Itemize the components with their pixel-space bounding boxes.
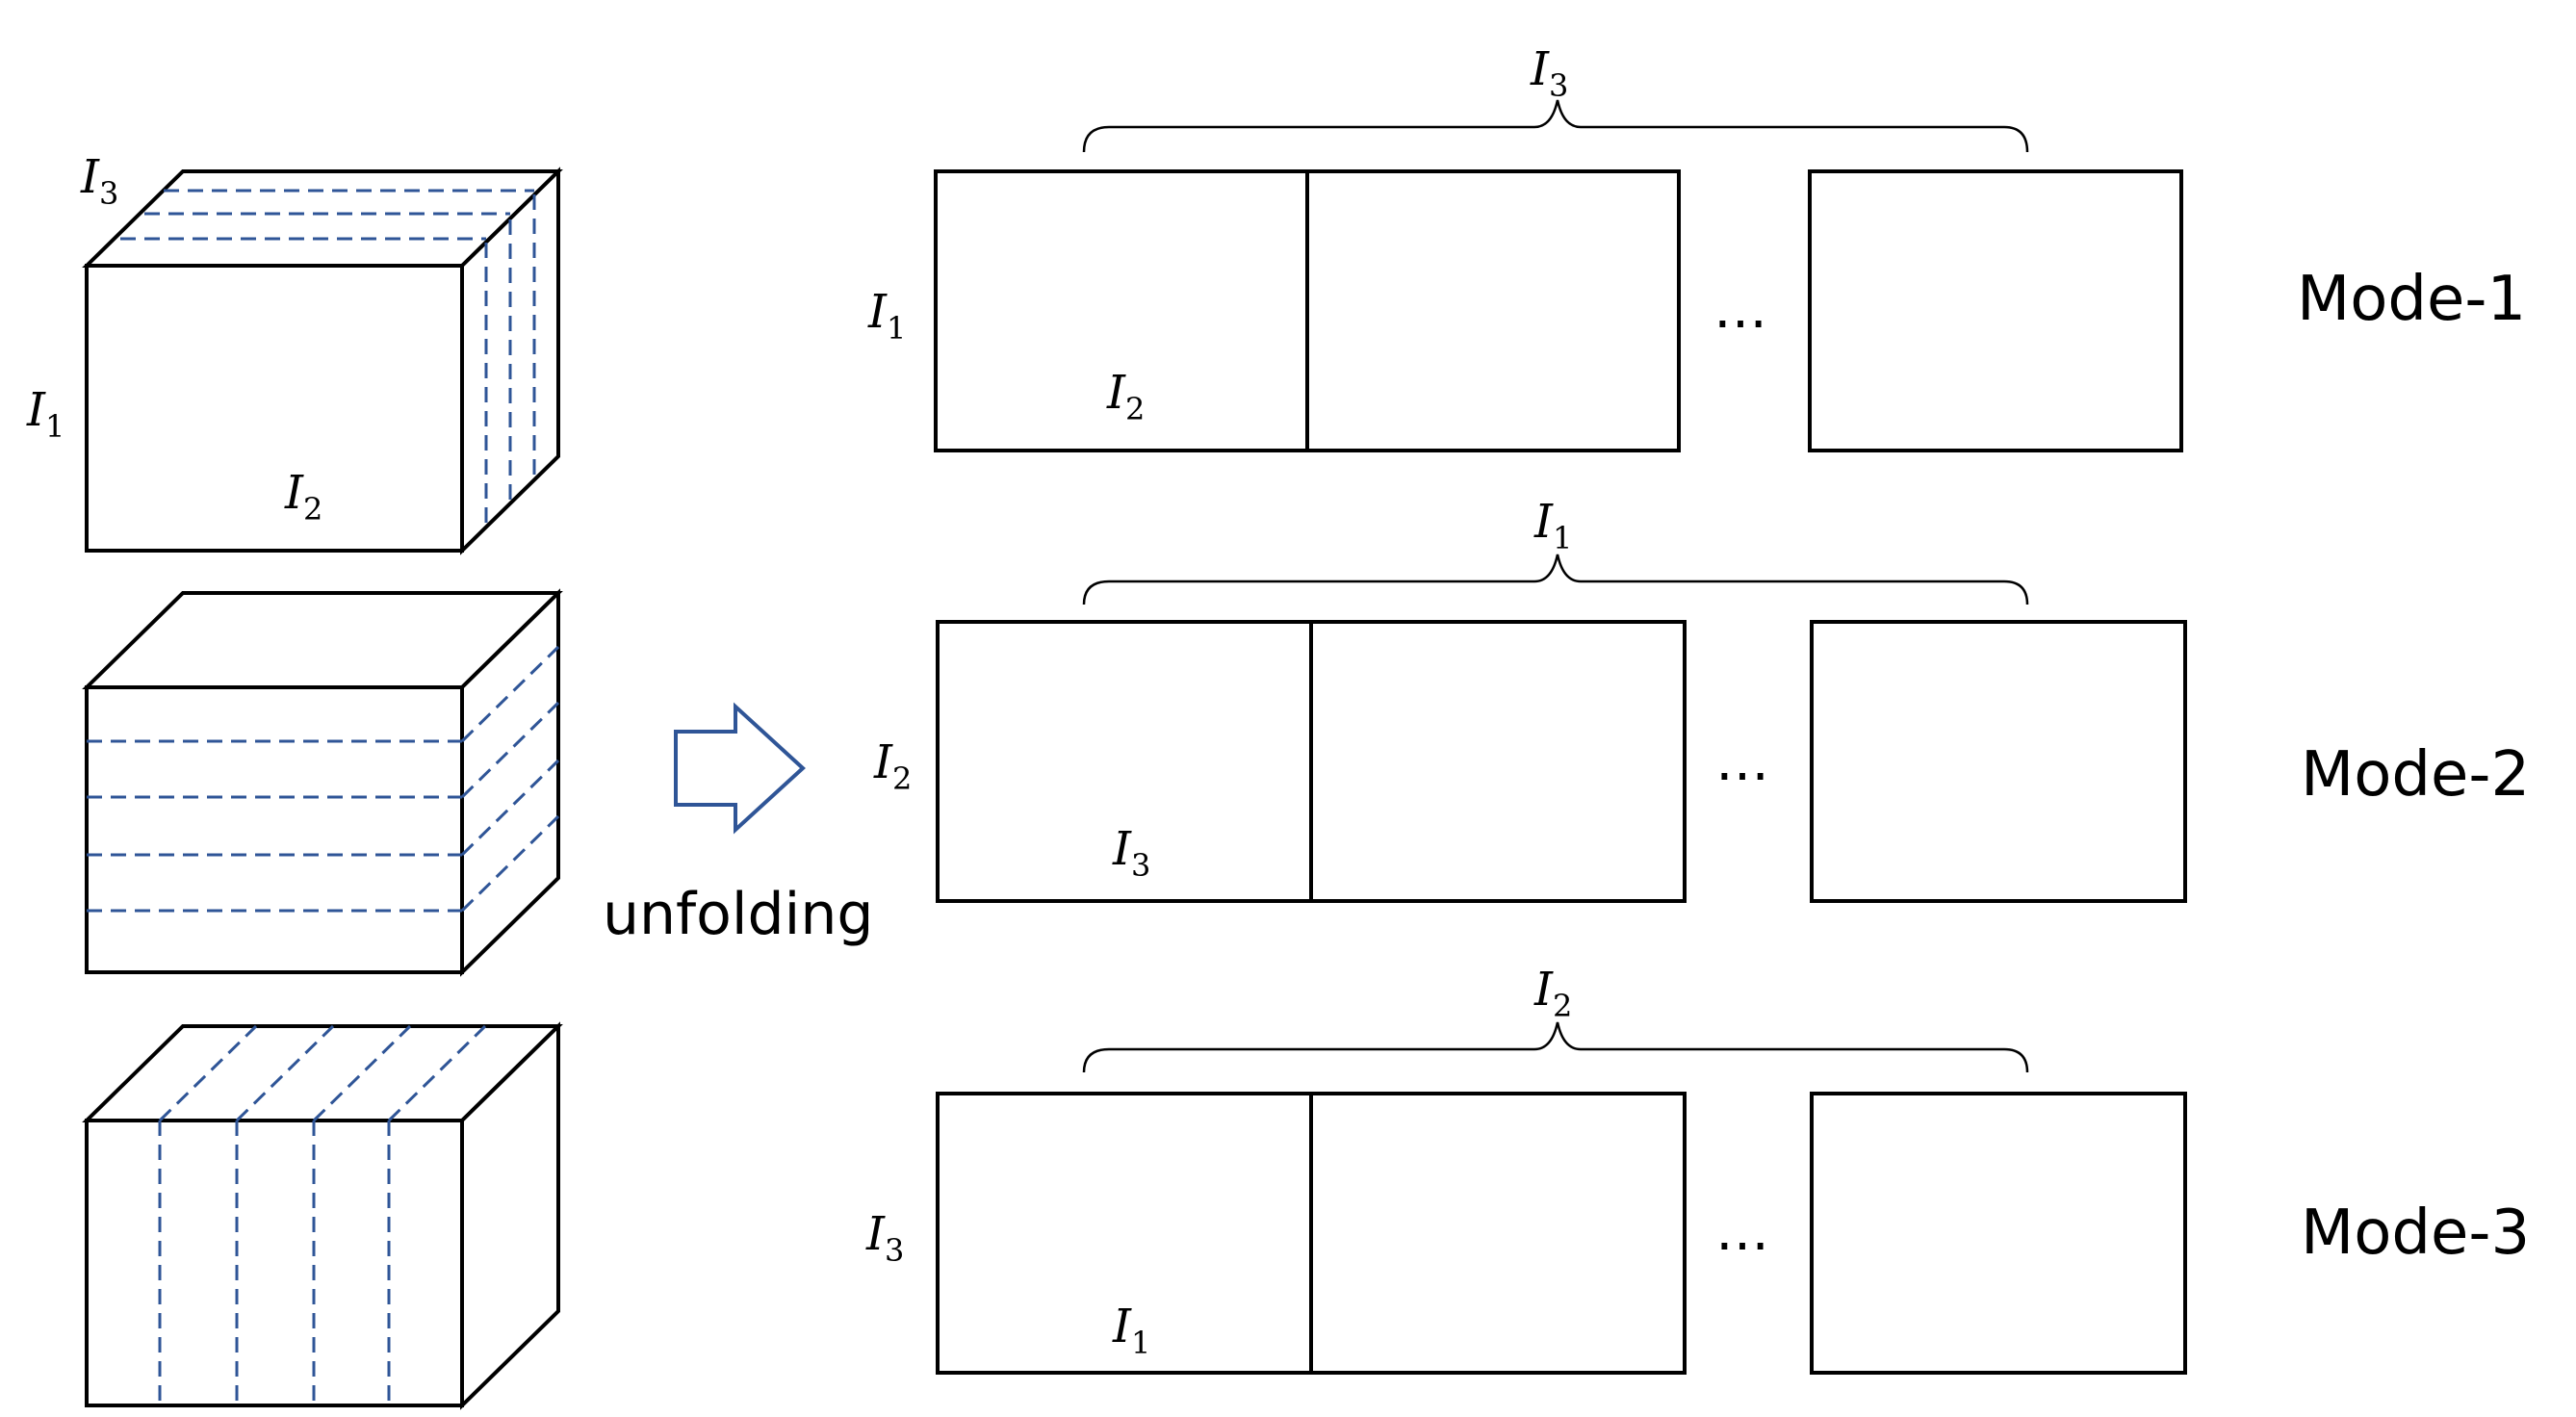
unfolding-arrow: unfolding (603, 702, 873, 948)
cube-1-slices (120, 189, 536, 528)
mode-2-block-last (1810, 620, 2187, 903)
mode-1-block-last (1808, 169, 2183, 452)
mode-2-col-label: I3 (1112, 822, 1150, 884)
cube-mode-2 (82, 588, 563, 977)
mode-3-matrix: I2 … I3 I1 Mode-3 (865, 963, 2530, 1375)
mode-2-brace (1082, 554, 2029, 605)
mode-3-block-1 (936, 1092, 1313, 1375)
mode-3-block-2 (1309, 1092, 1687, 1375)
mode-2-matrix: I1 … I2 I3 Mode-2 (873, 495, 2530, 903)
mode-1-row-label: I1 (867, 285, 906, 347)
mode-3-brace-label: I2 (1533, 963, 1572, 1024)
mode-3-ellipsis: … (1715, 1200, 1769, 1263)
cube-3-front-face (85, 1119, 464, 1407)
cube-mode-3 (82, 1021, 563, 1410)
mode-1-title: Mode-1 (2297, 264, 2526, 335)
cube-2-front-face (85, 685, 464, 974)
unfolding-label: unfolding (603, 881, 873, 948)
cube-1-front-face (85, 264, 464, 553)
mode-3-row-label: I3 (865, 1207, 904, 1269)
mode-2-title: Mode-2 (2301, 739, 2530, 811)
mode-2-block-2 (1309, 620, 1687, 903)
mode-2-brace-label: I1 (1533, 495, 1572, 556)
mode-2-block-1 (936, 620, 1313, 903)
cube-1-label-i3: I3 (80, 150, 118, 212)
mode-1-brace-label: I3 (1530, 42, 1568, 104)
mode-1-brace (1082, 99, 2029, 153)
mode-2-row-label: I2 (873, 735, 912, 797)
mode-2-ellipsis: … (1715, 731, 1769, 793)
mode-1-block-1 (934, 169, 1309, 452)
mode-1-col-label: I2 (1106, 366, 1145, 427)
cube-2-slices (87, 645, 560, 913)
mode-3-title: Mode-3 (2301, 1198, 2530, 1269)
mode-3-brace (1082, 1021, 2029, 1073)
mode-1-ellipsis: … (1713, 278, 1767, 341)
cube-mode-1: I3 I1 I2 (26, 150, 563, 555)
mode-3-block-last (1810, 1092, 2187, 1375)
right-arrow-icon (674, 702, 806, 835)
mode-3-col-label: I1 (1112, 1300, 1150, 1361)
cube-1-label-i2: I2 (284, 466, 322, 528)
cube-1-label-i1: I1 (26, 383, 64, 445)
mode-1-matrix: I3 … I1 I2 Mode-1 (867, 42, 2526, 452)
mode-1-block-2 (1305, 169, 1681, 452)
